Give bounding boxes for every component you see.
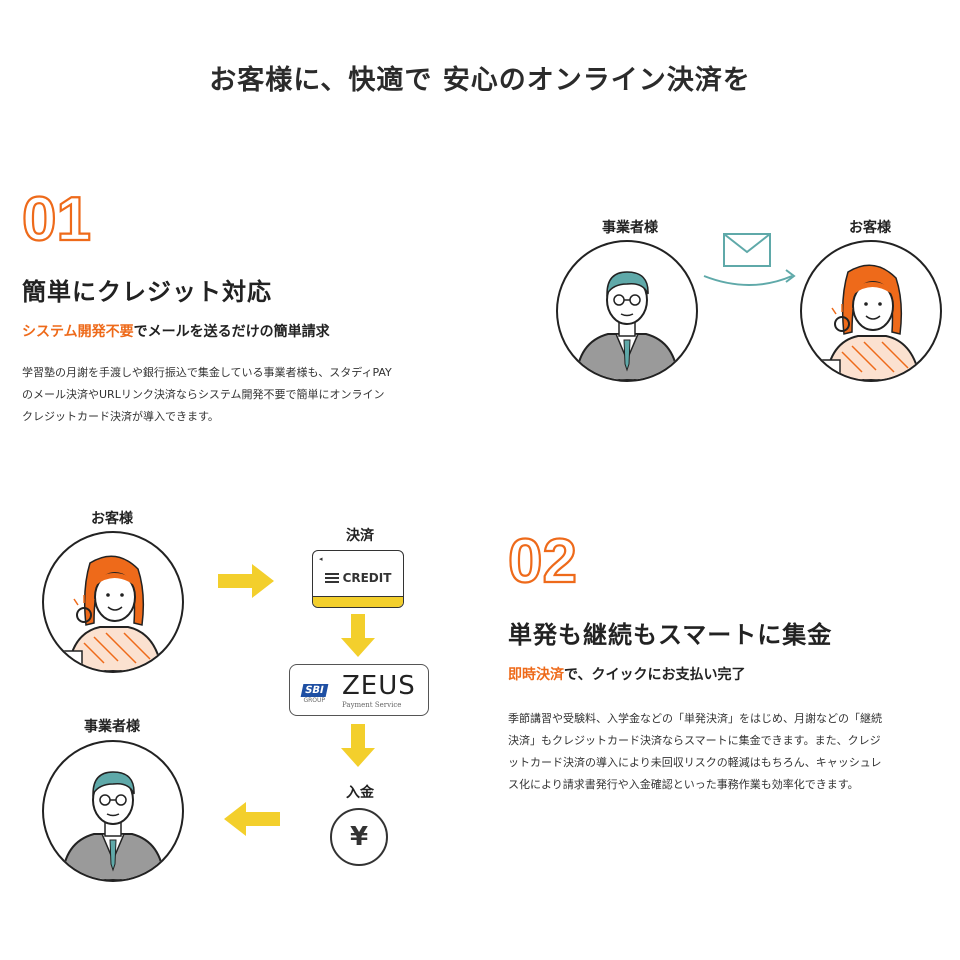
card-stripe bbox=[313, 596, 403, 607]
credit-card-text: CREDIT bbox=[313, 571, 403, 585]
arrow-left-icon bbox=[222, 800, 280, 838]
card-contactless-mark: ◂ bbox=[319, 555, 323, 563]
section2-number-text: 02 bbox=[508, 530, 577, 590]
arrow-right-icon bbox=[218, 562, 276, 600]
section1-subtitle-accent: システム開発不要 bbox=[22, 324, 134, 340]
section1-business-caption: 事業者様 bbox=[602, 220, 658, 236]
section2-number: 02 bbox=[508, 530, 598, 590]
section1-body-line: クレジットカード決済が導入できます。 bbox=[22, 410, 219, 423]
page-title: お客様に、快適で 安心のオンライン決済を bbox=[209, 65, 751, 96]
zeus-logo-name: ZEUS bbox=[342, 671, 416, 701]
deposit-caption: 入金 bbox=[346, 785, 374, 801]
section2-businessman-avatar bbox=[42, 740, 184, 882]
section2-subtitle: 即時決済で、クイックにお支払い完了 bbox=[508, 664, 745, 684]
section2-customer-avatar bbox=[42, 531, 184, 673]
yen-icon: ¥ bbox=[330, 808, 388, 866]
zeus-logo-name-block: ZEUS Payment Service bbox=[342, 671, 416, 709]
section1-body-line: のメール決済やURLリンク決済ならシステム開発不要で簡単にオンライン bbox=[22, 388, 385, 401]
businessman-icon bbox=[60, 771, 166, 880]
section1-subtitle-rest: でメールを送るだけの簡単請求 bbox=[133, 324, 330, 340]
customer-woman-icon bbox=[47, 555, 164, 671]
customer-woman-icon bbox=[805, 264, 922, 380]
arrow-down-icon bbox=[340, 724, 376, 768]
section1-customer-caption: お客様 bbox=[849, 220, 891, 236]
section1-customer-avatar bbox=[800, 240, 942, 382]
card-chip-icon bbox=[324, 573, 339, 583]
section2-business-caption: 事業者様 bbox=[84, 719, 140, 735]
section2-body-line: ス化により請求書発行や入金確認といった事務作業も効率化できます。 bbox=[508, 778, 859, 791]
arrow-down-icon bbox=[340, 614, 376, 658]
sbi-logo-sub: GROUP bbox=[303, 697, 326, 704]
businessman-icon bbox=[574, 271, 680, 380]
section1-number: 01 bbox=[22, 188, 102, 248]
section2-body-line: ットカード決済の導入により未回収リスクの軽減はもちろん、キャッシュレ bbox=[508, 756, 882, 769]
section1-title: 簡単にクレジット対応 bbox=[22, 278, 272, 306]
section1-number-text: 01 bbox=[22, 188, 91, 248]
credit-card-label: CREDIT bbox=[342, 571, 392, 585]
zeus-logo-sub: Payment Service bbox=[342, 701, 402, 709]
section2-customer-caption: お客様 bbox=[91, 511, 133, 527]
envelope-icon bbox=[700, 228, 800, 288]
sbi-logo-text: SBI bbox=[300, 684, 328, 697]
section1-body-line: 学習塾の月謝を手渡しや銀行振込で集金している事業者様も、スタディPAY bbox=[22, 366, 392, 379]
section2-title: 単発も継続もスマートに集金 bbox=[508, 621, 833, 649]
section1-subtitle: システム開発不要でメールを送るだけの簡単請求 bbox=[22, 321, 330, 341]
section2-body-line: 決済」もクレジットカード決済ならスマートに集金できます。また、クレジ bbox=[508, 734, 881, 747]
section1-businessman-avatar bbox=[556, 240, 698, 382]
section2-body-line: 季節講習や受験料、入学金などの「単発決済」をはじめ、月謝などの「継続 bbox=[508, 712, 882, 725]
credit-card-icon: ◂ CREDIT bbox=[312, 550, 404, 608]
section2-subtitle-rest: で、クイックにお支払い完了 bbox=[564, 667, 746, 683]
zeus-logo: SBI GROUP ZEUS Payment Service bbox=[289, 664, 429, 716]
section2-body: 季節講習や受験料、入学金などの「単発決済」をはじめ、月謝などの「継続 決済」もク… bbox=[508, 708, 953, 796]
section2-subtitle-accent: 即時決済 bbox=[508, 667, 564, 683]
section1-body: 学習塾の月謝を手渡しや銀行振込で集金している事業者様も、スタディPAY のメール… bbox=[22, 362, 492, 428]
payment-caption: 決済 bbox=[346, 528, 374, 544]
sbi-logo: SBI GROUP bbox=[300, 678, 328, 704]
